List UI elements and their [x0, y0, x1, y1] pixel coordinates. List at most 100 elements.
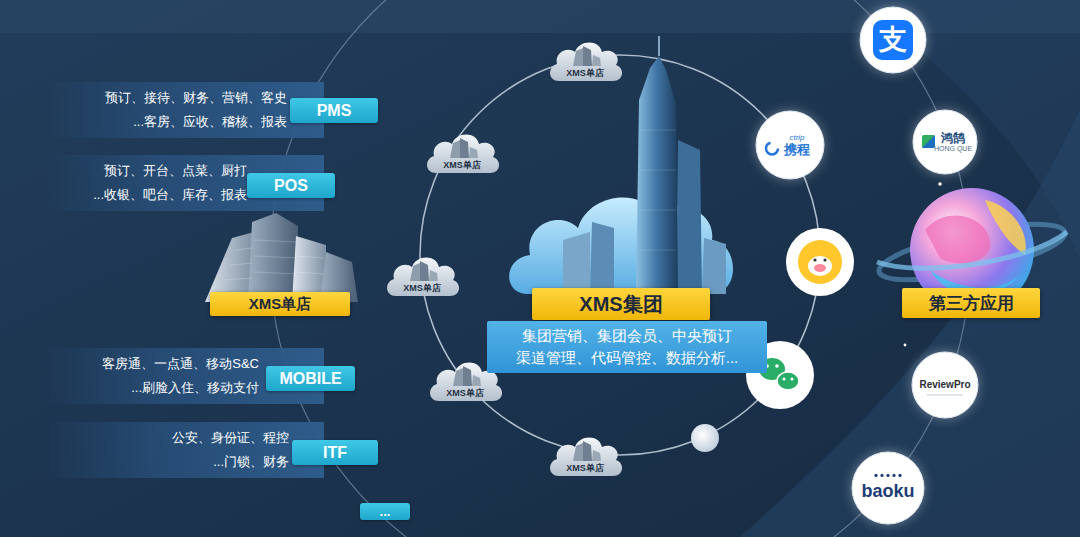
store-building	[248, 213, 298, 302]
text-line: ...门锁、财务	[45, 450, 289, 474]
planet	[877, 232, 1067, 268]
group-tower	[590, 222, 614, 294]
app-icon: ctrip携程	[755, 110, 825, 180]
text-holder: PMS	[317, 102, 352, 120]
store-building	[254, 240, 296, 242]
cloud-shape	[429, 270, 438, 281]
cloud-shape	[472, 375, 481, 386]
wechat-icon	[783, 378, 786, 381]
cloud-shape	[422, 126, 502, 178]
icon-circle	[927, 395, 963, 396]
cloud-shape	[545, 429, 625, 481]
text-line: ...收银、吧台、库存、报表	[45, 183, 247, 207]
store-name: XMS单店	[545, 462, 625, 474]
text-holder: XMS单店	[249, 295, 312, 314]
orbit-dot	[691, 424, 719, 452]
cloud-shape	[410, 263, 420, 281]
module-band: 预订、接待、财务、营销、客史 ...客房、应收、稽核、报表	[45, 82, 324, 138]
icon-circle	[874, 474, 877, 477]
more-marker: ...	[380, 504, 391, 519]
module-tag: MOBILE	[266, 366, 355, 391]
cloud-shape	[583, 441, 592, 461]
fliggy-icon	[798, 240, 842, 284]
cloud-shape	[592, 55, 601, 66]
store-building	[224, 240, 324, 280]
cloud-shape	[545, 34, 625, 86]
group-functions-box: 集团营销、集团会员、中央预订 渠道管理、代码管控、数据分析...	[487, 321, 767, 373]
icon-circle	[922, 135, 935, 148]
more-tag: ...	[360, 503, 410, 520]
app-icon: 支	[859, 6, 927, 74]
module-name: POS	[274, 177, 308, 195]
icon-circle	[873, 20, 913, 60]
app-name: 支	[879, 25, 907, 55]
cloud-shape	[382, 249, 462, 301]
planet	[925, 216, 990, 264]
store-cloud: XMS单店	[545, 429, 625, 481]
cloud-shape	[453, 368, 463, 386]
store-building	[224, 278, 252, 280]
cloud-shape	[460, 138, 469, 158]
group-tower	[640, 130, 676, 250]
fliggy-icon	[823, 258, 826, 261]
text-holder: 鸿鹄HONG QUE	[912, 109, 978, 175]
cloud-shape	[592, 450, 601, 461]
icon-circle	[852, 452, 924, 524]
store-building	[254, 256, 296, 258]
group-tower	[640, 210, 676, 211]
module-tag: ITF	[292, 440, 378, 465]
orbit-ring	[270, 0, 970, 537]
cloud-shape	[420, 261, 429, 281]
text-holder: 集团营销、集团会员、中央预订 渠道管理、代码管控、数据分析...	[495, 325, 759, 369]
text-holder: baoku	[851, 451, 925, 525]
icon-circle	[922, 135, 935, 148]
group-tower	[676, 140, 702, 294]
app-name: HONG QUE	[934, 145, 972, 153]
store-building	[298, 272, 324, 274]
text-holder: 公安、身份证、程控 ...门锁、财务	[45, 422, 289, 474]
group-tower	[640, 170, 676, 171]
wechat-icon	[791, 378, 794, 381]
store-building	[205, 213, 358, 302]
third-party-label: 第三方应用	[902, 288, 1040, 318]
app-name: 携程	[784, 142, 810, 157]
text-holder: ...	[380, 504, 391, 519]
group-tower	[636, 56, 678, 294]
app-name: ReviewPro	[919, 379, 970, 391]
text-holder: 预订、接待、财务、营销、客史 ...客房、应收、稽核、报表	[45, 82, 287, 134]
group-tower	[702, 238, 726, 294]
orbit-ring	[420, 55, 820, 455]
wechat-icon	[777, 372, 799, 390]
text-holder: XMS单店	[422, 159, 502, 171]
cloud-shape	[450, 140, 460, 158]
group-tower	[640, 130, 676, 131]
module-tag: POS	[247, 173, 335, 198]
text-line: 预订、开台、点菜、厨打	[45, 159, 247, 183]
icon-circle	[860, 7, 926, 73]
text-holder: MOBILE	[279, 370, 341, 388]
icon-circle	[880, 474, 883, 477]
cloud-shape	[573, 443, 583, 461]
app-icon: 鸿鹄HONG QUE	[912, 109, 978, 175]
module-tag: PMS	[290, 98, 378, 123]
text-line: ...刷脸入住、移动支付	[45, 376, 259, 400]
icon-circle	[756, 111, 824, 179]
app-icon: ReviewPro	[911, 351, 979, 419]
wechat-icon	[775, 364, 779, 368]
fliggy-icon	[813, 258, 816, 261]
module-band: 公安、身份证、程控 ...门锁、财务	[45, 422, 324, 478]
cloud-shape	[463, 366, 472, 386]
orbit-ring	[270, 0, 970, 537]
text-holder: 客房通、一点通、移动S&C ...刷脸入住、移动支付	[45, 348, 259, 400]
store-name: XMS单店	[425, 387, 505, 399]
text-line: 预订、接待、财务、营销、客史	[45, 86, 287, 110]
store-label: XMS单店	[210, 292, 350, 316]
store-name: XMS单店	[249, 295, 312, 314]
group-functions: 集团营销、集团会员、中央预订 渠道管理、代码管控、数据分析...	[495, 325, 759, 369]
app-icon: baoku	[851, 451, 925, 525]
sparkle-dots	[904, 344, 907, 347]
cloud-shape	[469, 147, 478, 158]
module-name: PMS	[317, 102, 352, 120]
third-party-name: 第三方应用	[929, 292, 1014, 315]
